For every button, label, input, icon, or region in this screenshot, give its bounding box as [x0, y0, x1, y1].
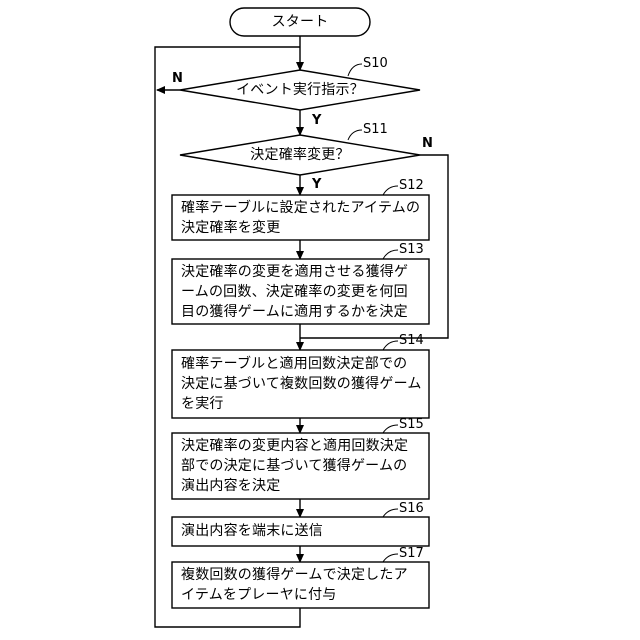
s11-yes-label: Y — [312, 177, 321, 192]
s12-step-label: S12 — [399, 178, 424, 193]
s17-process-text: 複数回数の獲得ゲームで決定したア イテムをプレーヤに付与 — [181, 565, 425, 605]
s10-decision-text: イベント実行指示？ — [200, 80, 400, 100]
s13-step-label: S13 — [399, 242, 424, 257]
s13-process-text: 決定確率の変更を適用させる獲得ゲ ームの回数、決定確率の変更を何回 目の獲得ゲー… — [181, 262, 425, 322]
s14-step-label: S14 — [399, 333, 424, 348]
s10-yes-label: Y — [312, 113, 321, 128]
s17-step-label: S17 — [399, 546, 424, 561]
s15-step-label: S15 — [399, 417, 424, 432]
s16-process-text: 演出内容を端末に送信 — [181, 521, 425, 541]
start-terminal-label: スタート — [230, 12, 370, 32]
s16-step-label: S16 — [399, 501, 424, 516]
s14-process-text: 確率テーブルと適用回数決定部での 決定に基づいて複数回数の獲得ゲーム を実行 — [181, 354, 425, 414]
s11-decision-text: 決定確率変更？ — [200, 145, 400, 165]
s15-process-text: 決定確率の変更内容と適用回数決定 部での決定に基づいて獲得ゲームの 演出内容を決… — [181, 436, 425, 496]
s10-step-label: S10 — [363, 56, 388, 71]
s12-process-text: 確率テーブルに設定されたアイテムの 決定確率を変更 — [181, 198, 425, 238]
s11-no-label: N — [422, 136, 433, 151]
s10-no-label: N — [172, 71, 183, 86]
s11-step-label: S11 — [363, 122, 388, 137]
